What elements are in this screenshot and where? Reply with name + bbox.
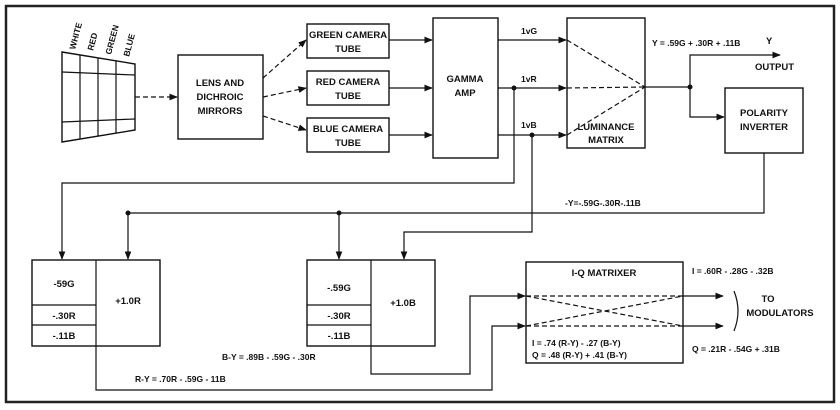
light-path-red	[262, 86, 307, 98]
iq-i-equation: I = .74 (R-Y) - .27 (B-Y)	[532, 338, 621, 348]
by-box-plus-b: +1.0B	[390, 298, 416, 309]
ry-box-r: -.30R	[52, 311, 75, 322]
by-box-r: -.30R	[327, 311, 350, 322]
by-box-b: -.11B	[328, 331, 351, 342]
wire-ry-to-iq	[95, 322, 526, 391]
junction-r	[511, 85, 517, 91]
y-equation: Y = .59G + .30R + .11B	[652, 38, 740, 48]
lum-label-1: LUMINANCE	[578, 122, 635, 133]
ry-box-b: -.11B	[53, 331, 76, 342]
red-camera-tube	[306, 70, 390, 106]
lens-label-3: MIRRORS	[198, 106, 243, 117]
green-camera-tube	[306, 23, 390, 59]
spectrum-label-green: GREEN	[103, 24, 120, 56]
green-tube-label-2: TUBE	[335, 44, 361, 55]
wire-b-to-adder	[400, 135, 533, 260]
lum-path-b	[566, 86, 646, 136]
polarity-inverter-box	[724, 87, 804, 154]
junction-b	[529, 132, 535, 138]
neg-y-equation: -Y=-.59G-.30R-.11B	[565, 198, 641, 208]
q-output-equation: Q = .21R - .54G + .31B	[692, 344, 780, 354]
lens-mirrors-box	[177, 54, 264, 140]
by-adder-box	[306, 259, 436, 347]
wire-to-polarity	[689, 87, 725, 121]
diagram-frame	[4, 4, 836, 404]
iq-path-3	[525, 295, 684, 327]
light-spectrum-prism	[61, 51, 136, 143]
polarity-label-2: INVERTER	[740, 122, 788, 133]
lens-label-2: DICHROIC	[197, 92, 244, 103]
by-equation: B-Y = .89B - .59G - .30R	[222, 352, 316, 362]
gamma-label-2: AMP	[454, 88, 476, 99]
ry-equation: R-Y = .70R - .59G - 11B	[135, 374, 226, 384]
spectrum-label-red: RED	[85, 32, 99, 52]
to-modulators-label-2: MODULATORS	[746, 308, 813, 319]
spectrum-label-blue: BLUE	[121, 32, 137, 57]
ry-box-g: -59G	[53, 279, 74, 290]
signal-label-vb: 1vB	[521, 120, 537, 130]
spectrum-label-white: WHITE	[67, 21, 84, 50]
blue-camera-tube	[306, 117, 390, 153]
iq-q-equation: Q = .48 (R-Y) + .41 (B-Y)	[532, 350, 627, 360]
iq-path-4	[525, 295, 684, 327]
green-tube-label-1: GREEN CAMERA	[309, 30, 387, 41]
iq-matrixer-box	[525, 261, 684, 364]
lum-path-r	[566, 86, 646, 89]
blue-tube-label-1: BLUE CAMERA	[313, 124, 383, 135]
i-output-equation: I = .60R - .28G - .32B	[692, 266, 774, 276]
to-modulators-label-1: TO	[761, 294, 774, 305]
red-tube-label-1: RED CAMERA	[316, 77, 381, 88]
ry-adder-box	[31, 259, 161, 347]
lum-label-2: MATRIX	[588, 135, 624, 146]
gamma-label-1: GAMMA	[447, 74, 484, 85]
signal-label-vg: 1vG	[521, 26, 537, 36]
light-path-blue	[262, 115, 307, 131]
light-path-green	[262, 39, 307, 79]
wire-r-to-adder	[58, 88, 515, 260]
blue-tube-label-2: TUBE	[335, 138, 361, 149]
signal-label-vr: 1vR	[521, 74, 537, 84]
luminance-matrix-box	[566, 17, 646, 149]
wire-by-to-iq	[370, 292, 526, 375]
y-output-label-1: Y	[766, 36, 773, 47]
gamma-amp-box	[432, 17, 499, 159]
lens-label-1: LENS AND	[196, 78, 244, 89]
polarity-label-1: POLARITY	[740, 108, 789, 119]
iq-title: I-Q MATRIXER	[572, 268, 637, 279]
to-modulators-brace	[733, 290, 739, 332]
by-box-g: -.59G	[327, 283, 351, 294]
lum-path-g	[566, 39, 646, 88]
red-tube-label-2: TUBE	[335, 91, 361, 102]
ry-box-plus-r: +1.0R	[115, 296, 141, 307]
y-output-label-2: OUTPUT	[755, 62, 794, 73]
wire-y-output	[645, 51, 781, 88]
